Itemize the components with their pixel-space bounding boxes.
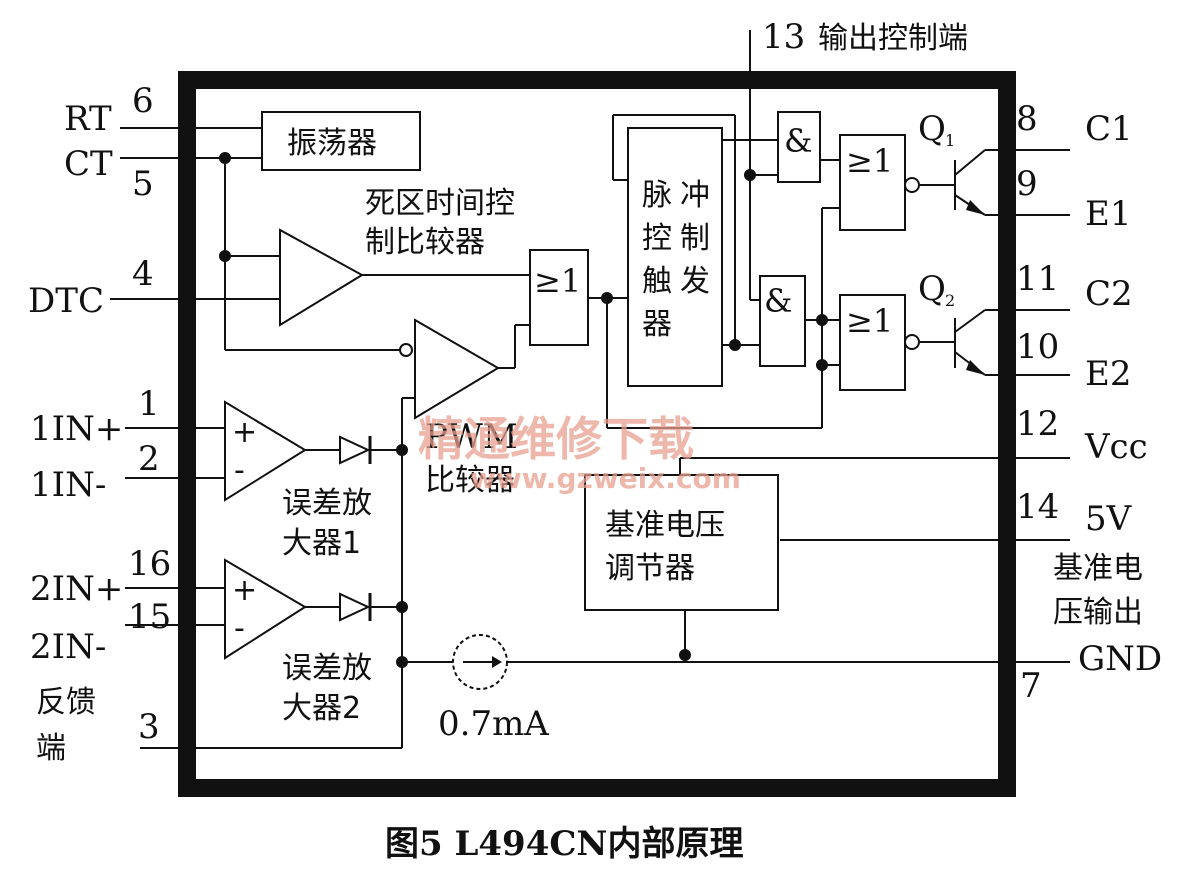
pin-rt-num: 6 (132, 81, 154, 121)
pin-ctrl-name: 输出控制端 (818, 21, 968, 56)
oscillator-label: 振荡器 (287, 126, 377, 161)
pin-2inp-name: 2IN+ (30, 569, 123, 609)
or-gate-symbol: ≥1 (534, 262, 581, 300)
figure-caption: 图5 L494CN内部原理 (385, 824, 744, 864)
pin-dtc-name: DTC (28, 281, 104, 321)
pin-ref-num: 14 (1016, 487, 1059, 527)
pin-1inp-name: 1IN+ (30, 409, 123, 449)
q1-emitter-arrow (966, 200, 985, 215)
nor-gate-2-symbol: ≥1 (846, 302, 893, 340)
pin-1inp-num: 1 (138, 384, 160, 424)
pin-vcc-name: Vcc (1084, 427, 1148, 467)
flipflop-block (627, 127, 723, 387)
pin-fb-num: 3 (138, 707, 160, 747)
and-gate-1 (777, 111, 821, 183)
pin-e1-num: 9 (1016, 164, 1038, 204)
pin-rt-name: RT (64, 99, 112, 139)
vref-block (584, 474, 779, 611)
flipflop-char-1: 脉 (642, 178, 672, 213)
or-gate-main (529, 249, 589, 346)
q1-sub: 1 (945, 131, 955, 150)
vref-label-1: 基准电压 (605, 508, 725, 543)
pwm-label-2: 比较器 (425, 463, 515, 498)
deadtime-comparator (279, 228, 364, 327)
nor-gate-2 (839, 294, 906, 391)
pin-ct-name: CT (64, 144, 113, 184)
pin-e1-name: E1 (1085, 194, 1131, 234)
pin-fb-name-2: 端 (36, 731, 66, 766)
ea2-minus: - (234, 611, 245, 646)
flipflop-char-6: 发 (680, 264, 710, 299)
deadtime-label-1: 死区时间控 (365, 186, 515, 221)
current-source-label: 0.7mA (438, 704, 549, 744)
flipflop-char-7: 器 (642, 307, 672, 342)
diode-1 (339, 435, 372, 465)
nor-1-bubble (904, 177, 920, 193)
pin-ctrl-num: 13 (762, 17, 805, 57)
pin-c1-name: C1 (1085, 109, 1133, 149)
pwm-label-1: PWM (425, 417, 518, 457)
pin-2inm-num: 15 (128, 597, 171, 637)
chip-outline (178, 71, 1016, 797)
and-gate-2-symbol: & (764, 282, 792, 320)
pwm-invert-bubble (399, 343, 413, 357)
pin-1inm-num: 2 (138, 439, 160, 479)
pin-vcc-num: 12 (1016, 404, 1059, 444)
pin-ref-desc-2: 压输出 (1053, 595, 1143, 630)
pin-c2-num: 11 (1016, 259, 1059, 299)
pin-c1-num: 8 (1016, 99, 1038, 139)
q2-label: Q (918, 269, 946, 309)
vref-label-2: 调节器 (605, 551, 695, 586)
ea1-label-2: 大器1 (282, 526, 361, 561)
error-amp-1 (224, 400, 307, 502)
nor-gate-1-symbol: ≥1 (846, 142, 893, 180)
nor-2-bubble (904, 334, 920, 350)
ea1-label-1: 误差放 (282, 486, 372, 521)
pin-e2-name: E2 (1085, 354, 1131, 394)
pwm-comparator (414, 318, 500, 420)
pin-fb-name-1: 反馈 (36, 685, 96, 720)
pin-dtc-num: 4 (132, 254, 154, 294)
pin-ct-num: 5 (132, 164, 154, 204)
diode-2 (339, 592, 372, 622)
pin-1inm-name: 1IN- (30, 465, 106, 505)
watermark-url: www.gzweix.com (470, 462, 741, 495)
q1-label: Q (918, 109, 946, 149)
pin-c2-name: C2 (1085, 274, 1133, 314)
pin-2inp-num: 16 (128, 544, 171, 584)
pin-ref-name: 5V (1085, 499, 1133, 539)
flipflop-char-4: 制 (680, 221, 710, 256)
pin-gnd-name: GND (1078, 639, 1162, 679)
and-gate-2 (759, 275, 806, 367)
ea2-label-1: 误差放 (282, 651, 372, 686)
ea1-minus: - (234, 453, 245, 488)
ea1-plus: + (232, 415, 257, 450)
current-source (452, 634, 508, 690)
flipflop-char-3: 控 (642, 221, 672, 256)
nor-gate-1 (839, 134, 906, 231)
flipflop-char-5: 触 (642, 264, 672, 299)
q2-emitter-arrow (966, 360, 985, 375)
flipflop-char-2: 冲 (680, 178, 710, 213)
pin-ref-desc-1: 基准电 (1053, 551, 1143, 586)
pin-e2-num: 10 (1016, 327, 1059, 367)
ea2-plus: + (232, 573, 257, 608)
and-gate-1-symbol: & (784, 122, 812, 160)
junction-dots (219, 152, 828, 668)
pin-2inm-name: 2IN- (30, 627, 106, 667)
flipflop-label: 脉 冲 控 制 触 发 器 (642, 178, 710, 342)
ea2-label-2: 大器2 (282, 691, 361, 726)
error-amp-2 (224, 558, 307, 660)
q2-sub: 2 (945, 291, 955, 310)
watermark-cn: 精通维修下载 (418, 412, 694, 466)
deadtime-label-2: 制比较器 (365, 225, 485, 260)
oscillator-block (261, 111, 421, 171)
pin-gnd-num: 7 (1020, 666, 1042, 706)
